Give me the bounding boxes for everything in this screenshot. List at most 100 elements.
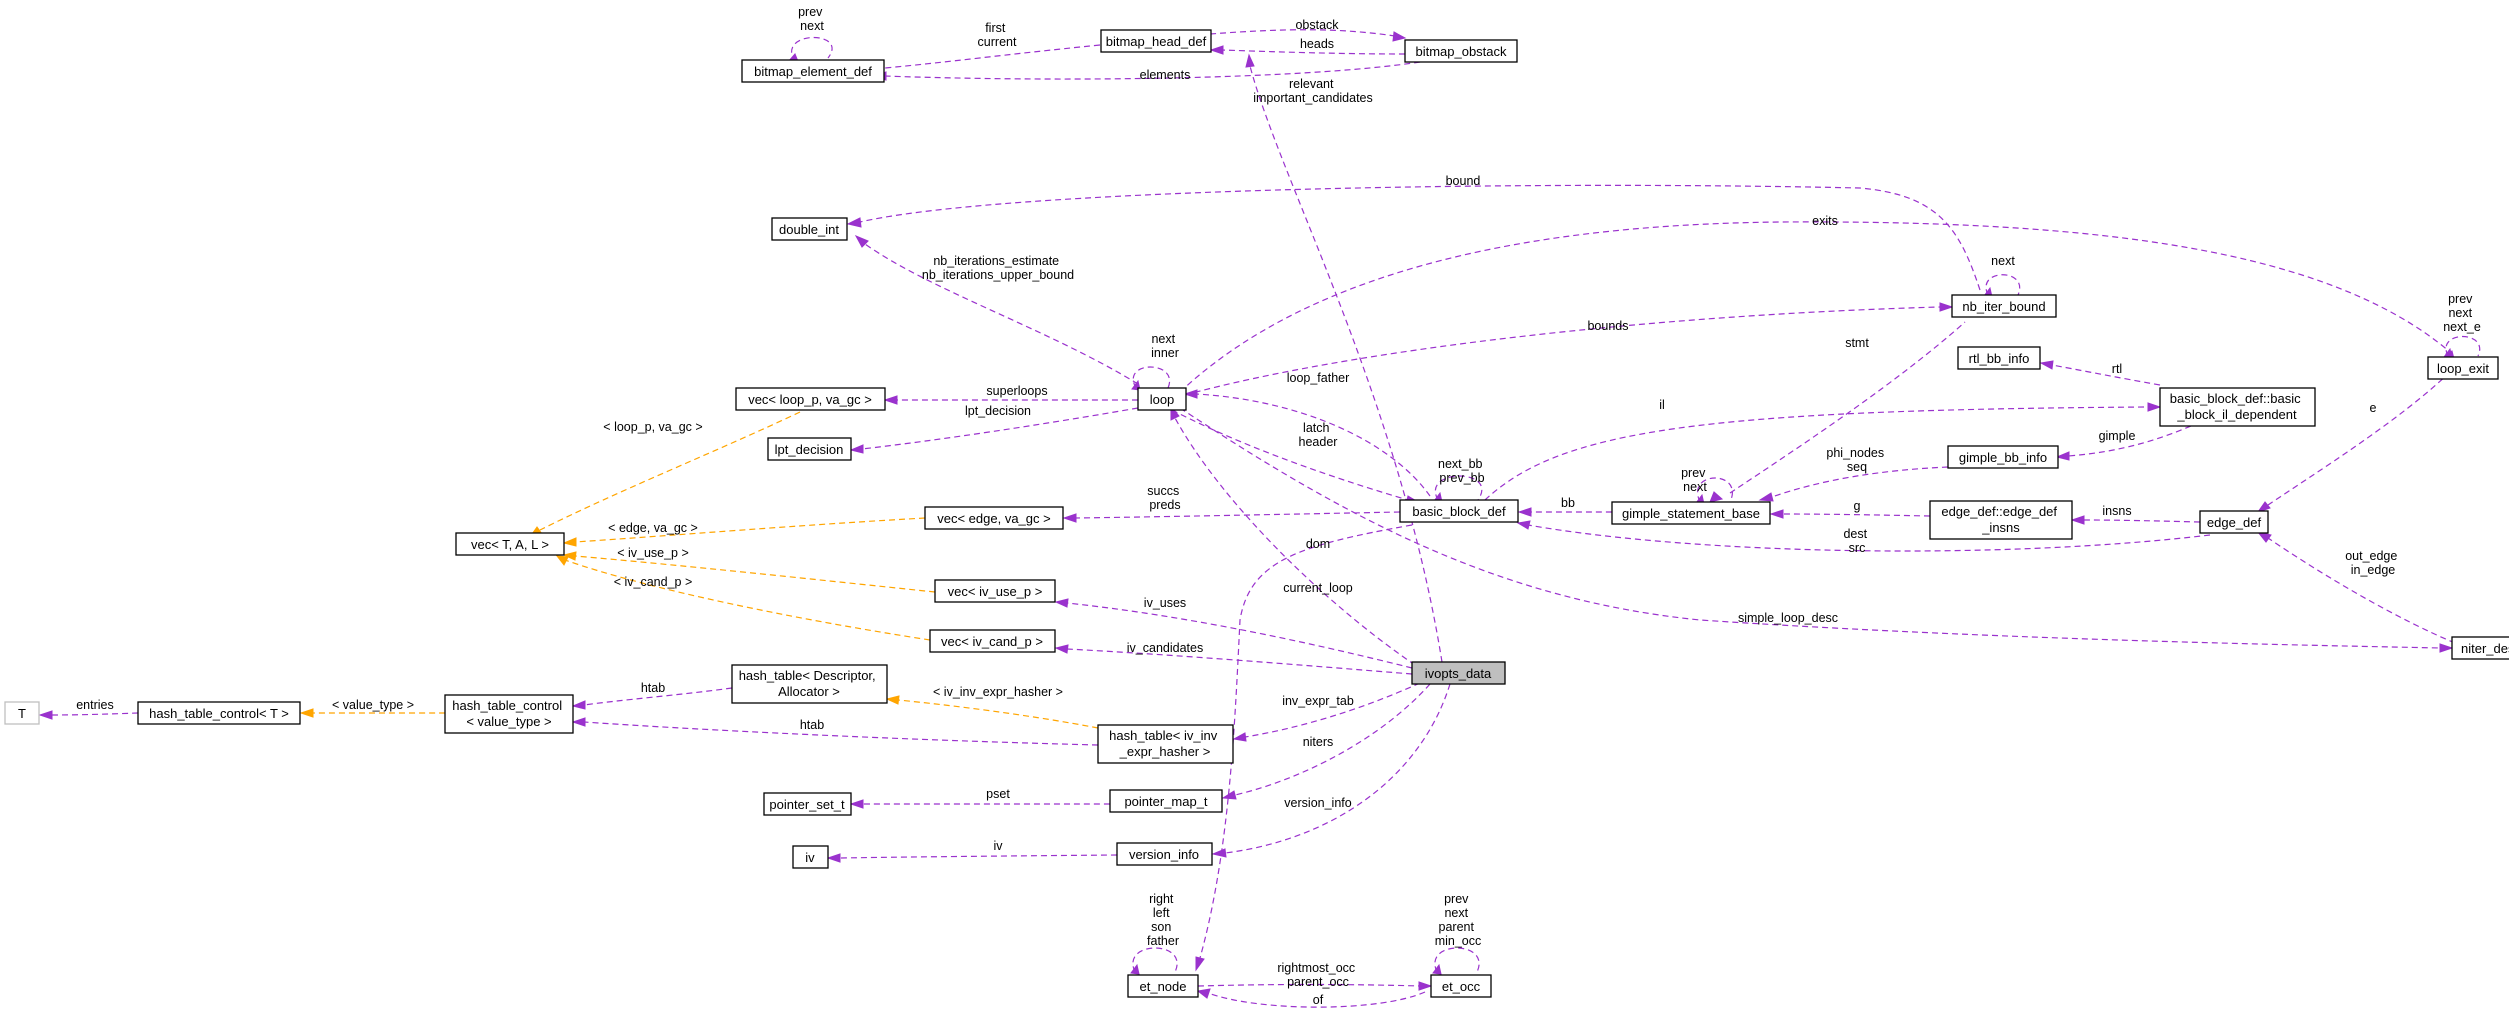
edge-iv: iv: [826, 839, 1118, 863]
edge-label: succs preds: [1147, 484, 1182, 512]
edge-loop-to-double-int: nb_iterations_estimate nb_iterations_upp…: [854, 234, 1139, 385]
edge-iv-candidates: iv_candidates: [1054, 641, 1413, 675]
node-basic-block-def[interactable]: basic_block_def: [1399, 499, 1519, 523]
node-T[interactable]: T: [4, 701, 40, 725]
edge-label: < iv_cand_p >: [614, 575, 693, 589]
edge-rtl: rtl: [2039, 360, 2161, 386]
edge-template-loop-p: < loop_p, va_gc >: [528, 411, 801, 538]
node-edge-def-insns[interactable]: edge_def::edge_def _insns: [1929, 500, 2073, 540]
node-label: edge_def: [2207, 515, 2262, 530]
edge-label: prev next parent min_occ: [1435, 892, 1482, 948]
node-gimple-statement-base[interactable]: gimple_statement_base: [1611, 501, 1771, 525]
edge-et-node-self: right left son father: [1130, 892, 1179, 975]
edge-out-in: out_edge in_edge: [2256, 531, 2456, 644]
node-rtl-bb-info[interactable]: rtl_bb_info: [1957, 346, 2041, 370]
node-label: T: [18, 706, 26, 721]
edge-succs-preds: succs preds: [1062, 484, 1401, 523]
node-loop-exit[interactable]: loop_exit: [2427, 356, 2499, 380]
edge-simple-loop-desc: simple_loop_desc: [1179, 407, 2454, 653]
node-label: edge_def::edge_def _insns: [1941, 504, 2060, 535]
node-label: vec< T, A, L >: [471, 537, 549, 552]
node-hash-table-control-value-type[interactable]: hash_table_control < value_type >: [444, 694, 574, 734]
node-label: gimple_statement_base: [1622, 506, 1760, 521]
node-niter-desc[interactable]: niter_desc: [2451, 636, 2509, 660]
edge-label: dest src: [1843, 527, 1870, 555]
node-nb-iter-bound[interactable]: nb_iter_bound: [1951, 294, 2057, 318]
edges: prev next first current elements: [38, 5, 2481, 1008]
node-hash-table-descriptor[interactable]: hash_table< Descriptor, Allocator >: [731, 664, 888, 704]
node-iv[interactable]: iv: [792, 845, 829, 869]
edge-et-occ-self: prev next parent min_occ: [1432, 892, 1482, 975]
node-et-node[interactable]: et_node: [1127, 974, 1199, 998]
edge-label: iv_candidates: [1127, 641, 1203, 655]
node-hash-table-iv-inv[interactable]: hash_table< iv_inv _expr_hasher >: [1097, 724, 1234, 764]
node-bitmap-head-def[interactable]: bitmap_head_def: [1100, 29, 1212, 53]
node-vec-T[interactable]: vec< T, A, L >: [455, 532, 565, 556]
edge-label: relevant important_candidates: [1253, 77, 1373, 105]
node-pointer-map-t[interactable]: pointer_map_t: [1109, 789, 1223, 813]
node-loop[interactable]: loop: [1137, 387, 1187, 411]
edge-latch-header: latch header: [1171, 409, 1420, 505]
edge-label: rtl: [2112, 362, 2122, 376]
node-bitmap-obstack[interactable]: bitmap_obstack: [1404, 39, 1518, 63]
edge-il: il: [1484, 398, 2162, 501]
edge-template-edge: < edge, va_gc >: [562, 517, 926, 547]
edge-of: of: [1196, 988, 1426, 1008]
edge-exits: exits: [1179, 214, 2456, 393]
edge-label: iv_uses: [1144, 596, 1186, 610]
edge-version-info: version_info: [1211, 683, 1451, 858]
edge-label: out_edge in_edge: [2345, 549, 2401, 577]
edge-rightmost-occ: rightmost_occ parent_occ: [1197, 961, 1433, 991]
edge-basic-block-self: next_bb prev_bb: [1433, 457, 1486, 503]
node-label: basic_block_def: [1412, 504, 1506, 519]
node-label: double_int: [779, 222, 839, 237]
node-label: nb_iter_bound: [1962, 299, 2045, 314]
edge-label: stmt: [1845, 336, 1869, 350]
node-label: gimple_bb_info: [1959, 450, 2047, 465]
node-vec-edge[interactable]: vec< edge, va_gc >: [924, 506, 1064, 530]
edge-label: prev next next_e: [2443, 292, 2481, 334]
edge-label: first current: [978, 21, 1017, 49]
node-lpt-decision[interactable]: lpt_decision: [767, 437, 852, 461]
node-label: bitmap_element_def: [754, 64, 872, 79]
edge-label: next_bb prev_bb: [1438, 457, 1486, 485]
node-vec-loop-p[interactable]: vec< loop_p, va_gc >: [735, 387, 886, 411]
node-ivopts-data[interactable]: ivopts_data: [1411, 661, 1506, 685]
edge-label: superloops: [986, 384, 1047, 398]
node-label: loop: [1150, 392, 1175, 407]
node-version-info[interactable]: version_info: [1116, 842, 1213, 866]
edge-label: prev next: [798, 5, 826, 33]
edge-label: rightmost_occ parent_occ: [1277, 961, 1358, 989]
node-hash-table-control-T[interactable]: hash_table_control< T >: [137, 701, 301, 725]
node-label: lpt_decision: [775, 442, 844, 457]
edge-label: g: [1854, 499, 1861, 513]
edge-label: inv_expr_tab: [1282, 694, 1354, 708]
node-vec-iv-use-p[interactable]: vec< iv_use_p >: [934, 579, 1056, 603]
edge-superloops: superloops: [883, 384, 1138, 405]
edge-label: lpt_decision: [965, 404, 1031, 418]
node-vec-iv-cand-p[interactable]: vec< iv_cand_p >: [929, 629, 1056, 653]
edge-label: e: [2370, 401, 2377, 415]
edge-nb-iter-bound-self: next: [1983, 254, 2021, 298]
edge-template-iv-inv: < iv_inv_expr_hasher >: [885, 685, 1099, 729]
node-label: et_node: [1140, 979, 1187, 994]
node-label: pointer_map_t: [1124, 794, 1207, 809]
node-double-int[interactable]: double_int: [771, 217, 848, 241]
edge-label: version_info: [1284, 796, 1351, 810]
node-pointer-set-t[interactable]: pointer_set_t: [763, 792, 852, 816]
edge-label: phi_nodes seq: [1826, 446, 1887, 474]
edge-bitmap-element-self: prev next: [787, 5, 833, 65]
edge-label: prev next: [1681, 466, 1709, 494]
node-basic-block-il-dependent[interactable]: basic_block_def::basic _block_il_depende…: [2159, 387, 2316, 427]
edge-bitmap-head-to-element: first current: [871, 21, 1101, 74]
node-gimple-bb-info[interactable]: gimple_bb_info: [1947, 445, 2059, 469]
edge-label: niters: [1303, 735, 1334, 749]
edge-inv-expr-tab: inv_expr_tab: [1232, 682, 1421, 742]
node-label: vec< loop_p, va_gc >: [748, 392, 872, 407]
node-et-occ[interactable]: et_occ: [1430, 974, 1492, 998]
node-bitmap-element-def[interactable]: bitmap_element_def: [741, 59, 885, 83]
node-label: niter_desc: [2461, 641, 2509, 656]
edge-template-iv-cand: < iv_cand_p >: [555, 555, 931, 641]
node-edge-def[interactable]: edge_def: [2199, 510, 2269, 534]
